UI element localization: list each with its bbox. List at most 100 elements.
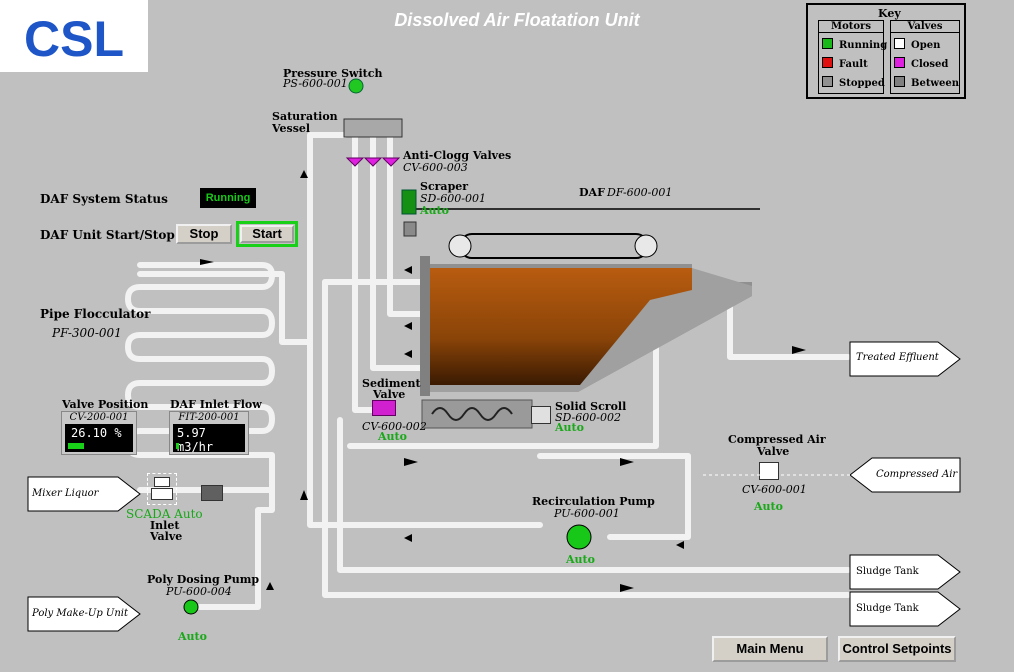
valve-position-value: 26.10 %	[71, 426, 122, 440]
key-label: Closed	[911, 59, 949, 70]
key-motor-running: Running	[822, 38, 887, 51]
start-button-highlight	[236, 221, 298, 247]
poly-dosing-pump[interactable]	[183, 599, 199, 615]
between-swatch	[894, 76, 905, 87]
solid-scroll-body	[421, 399, 533, 429]
main-menu-button[interactable]: Main Menu	[712, 636, 828, 662]
poly-makeup-label: Poly Make-Up Unit	[32, 608, 129, 619]
anti-clog-tag: CV-600-003	[403, 161, 468, 174]
pressure-switch-indicator	[348, 78, 364, 94]
valve-position-tag: CV-200-001	[69, 412, 129, 423]
key-label: Open	[911, 40, 941, 51]
pressure-switch-label: Pressure Switch	[283, 67, 383, 80]
compressed-air-valve-label-2: Valve	[757, 445, 790, 458]
inlet-valve-mode: SCADA Auto	[126, 507, 203, 521]
flow-arrows	[200, 170, 806, 592]
sediment-valve-label-2: Valve	[373, 388, 406, 401]
scraper-gearbox	[403, 221, 417, 237]
anti-clog-valve-1	[345, 157, 365, 167]
inlet-valve[interactable]	[147, 473, 177, 505]
solid-scroll-label: Solid Scroll	[555, 400, 627, 413]
csl-logo: CSL	[0, 0, 148, 72]
key-motors: Motors Running Fault Stopped	[818, 20, 887, 94]
compressed-air-valve-mode: Auto	[754, 500, 783, 513]
scraper-wheel-left	[448, 234, 472, 258]
page-title: Dissolved Air Floatation Unit	[394, 10, 640, 30]
pipe-flocculator-tag: PF-300-001	[52, 326, 122, 340]
sludge-tank-1-label: Sludge Tank	[856, 566, 919, 577]
inlet-valve-body	[151, 488, 173, 500]
key-valve-open: Open	[894, 38, 959, 51]
system-status-label: DAF System Status	[40, 192, 168, 206]
key-valves: Valves Open Closed Between	[890, 20, 960, 94]
recirc-pump-mode: Auto	[566, 553, 595, 566]
closed-swatch	[894, 57, 905, 68]
scraper-tag: SD-600-001	[420, 192, 486, 205]
poly-pump-label: Poly Dosing Pump	[147, 573, 260, 586]
saturation-vessel-label: Saturation	[272, 110, 338, 123]
inlet-valve-label-2: Valve	[150, 530, 183, 543]
daf-tag: DF-600-001	[607, 186, 673, 199]
tank-left-wall	[420, 256, 430, 396]
recirc-pump-tag: PU-600-001	[554, 507, 620, 520]
inlet-flow-display: 5.97 m3/hr	[173, 424, 245, 454]
anti-clog-valve-group	[345, 157, 401, 167]
key-label: Running	[839, 40, 888, 51]
start-button[interactable]: Start	[240, 225, 294, 243]
saturation-vessel-shape	[343, 118, 403, 138]
key-title: Key	[878, 7, 901, 20]
valve-position-bar-fill	[68, 443, 85, 449]
open-swatch	[894, 38, 905, 49]
sediment-valve[interactable]	[372, 400, 396, 416]
sediment-valve-label: Sediment	[362, 377, 421, 390]
csl-logo-graphic: CSL	[24, 11, 124, 67]
anti-clog-label: Anti-Clogg Valves	[403, 149, 512, 162]
saturation-vessel-label-2: Vessel	[272, 122, 311, 135]
control-setpoints-button[interactable]: Control Setpoints	[838, 636, 956, 662]
key-motors-title: Motors	[819, 21, 883, 33]
valve-position-display: 26.10 %	[65, 424, 133, 452]
stopped-swatch	[822, 76, 833, 87]
recirc-pump-label: Recirculation Pump	[532, 495, 655, 508]
key-valve-between: Between	[894, 76, 959, 89]
inlet-flow-bar-fill	[176, 443, 180, 449]
key-valve-closed: Closed	[894, 57, 959, 70]
key-motor-fault: Fault	[822, 57, 883, 70]
stop-button[interactable]: Stop	[176, 224, 232, 244]
scraper-label: Scraper	[420, 180, 469, 193]
compressed-air-valve[interactable]	[759, 462, 779, 480]
key-label: Stopped	[839, 78, 885, 89]
scraper-chain	[459, 233, 649, 259]
inlet-flow-value: 5.97 m3/hr	[177, 426, 214, 454]
inlet-flow-bar	[176, 443, 242, 449]
start-stop-label: DAF Unit Start/Stop	[40, 228, 175, 242]
legend-key: Key Motors Running Fault Stopped Valves …	[806, 3, 966, 99]
pressure-switch-tag: PS-600-001	[283, 77, 348, 90]
recirculation-pump[interactable]	[566, 525, 592, 551]
sludge-tank-2-label: Sludge Tank	[856, 603, 919, 614]
inlet-flow-title: DAF Inlet Flow	[170, 398, 262, 411]
key-label: Between	[911, 78, 960, 89]
poly-pump-tag: PU-600-004	[166, 585, 232, 598]
treated-effluent-label: Treated Effluent	[856, 352, 939, 363]
sediment-valve-tag: CV-600-002	[362, 420, 427, 433]
valve-position-panel: CV-200-001 26.10 %	[61, 411, 137, 455]
recirculation-pump-indicator	[566, 524, 592, 550]
inlet-valve-label: Inlet	[150, 519, 180, 532]
poly-pump-mode: Auto	[178, 630, 207, 643]
solid-scroll-motor[interactable]	[531, 406, 551, 424]
poly-pump-indicator	[183, 599, 199, 615]
anti-clog-valve-2	[363, 157, 383, 167]
system-status-value: Running	[200, 188, 256, 208]
inlet-flow-tag: FIT-200-001	[178, 412, 240, 423]
scroll-screw	[431, 407, 513, 421]
flow-meter-body	[201, 485, 223, 501]
valve-position-bar	[68, 443, 130, 449]
valve-position-title: Valve Position	[62, 398, 149, 411]
compressed-air-valve-label: Compressed Air	[728, 433, 826, 446]
fault-swatch	[822, 57, 833, 68]
sediment-valve-mode: Auto	[378, 430, 407, 443]
key-label: Fault	[839, 59, 868, 70]
compressed-air-label: Compressed Air	[876, 469, 958, 480]
key-valves-title: Valves	[891, 21, 959, 33]
